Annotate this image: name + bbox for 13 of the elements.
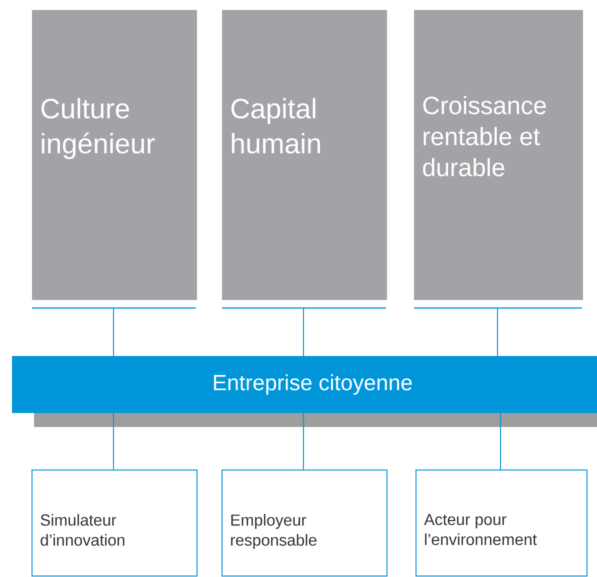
connector-line	[113, 308, 114, 356]
pillar-box: Croissance rentable et durable	[414, 10, 583, 300]
value-box: Acteur pour l’environnement	[416, 470, 588, 576]
pillar-box: Capital humain	[222, 10, 387, 300]
pillar-box: Culture ingénieur	[32, 10, 197, 300]
banner: Entreprise citoyenne	[12, 356, 597, 413]
connector-line	[113, 412, 114, 470]
value-box: Simulateur d’innovation	[32, 470, 198, 576]
connector-line	[303, 308, 304, 356]
connector-line	[497, 308, 498, 356]
connector-line	[303, 412, 304, 470]
connector-line	[500, 412, 501, 470]
value-box: Employeur responsable	[222, 470, 388, 576]
